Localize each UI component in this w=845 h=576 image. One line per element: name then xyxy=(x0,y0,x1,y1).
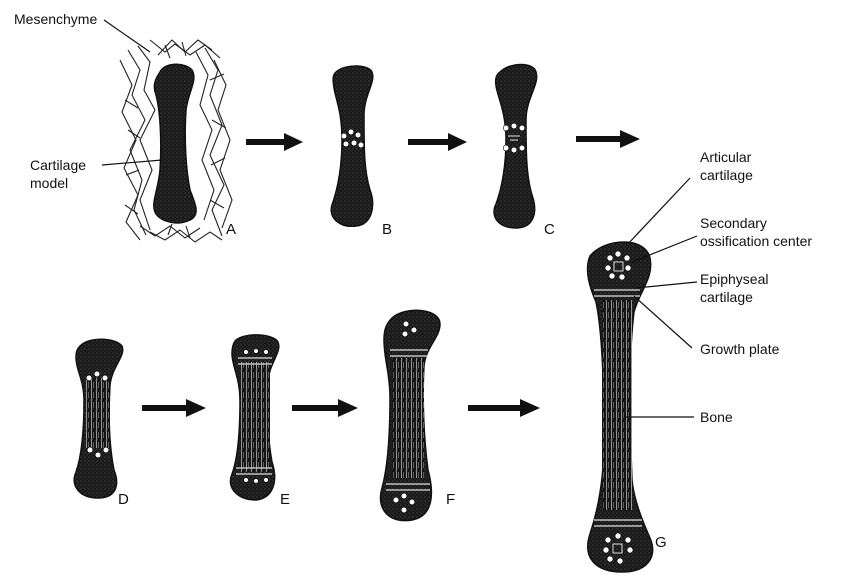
label-secondary-line2: ossification center xyxy=(700,233,812,249)
bone-e-diaphysis xyxy=(240,362,270,472)
arrow-b-to-c xyxy=(408,133,467,151)
arrow-e-to-f xyxy=(292,399,358,417)
label-articular-line2: cartilage xyxy=(700,167,753,183)
label-mesenchyme: Mesenchyme xyxy=(14,11,97,27)
stage-label-e: E xyxy=(280,491,290,508)
stage-label-b: B xyxy=(382,221,392,238)
label-bone: Bone xyxy=(700,409,733,425)
bone-d-marrow xyxy=(86,378,110,448)
arrow-f-to-g xyxy=(468,399,540,417)
leader-growth-plate xyxy=(634,296,692,348)
stage-f: F xyxy=(380,310,455,520)
stage-g: G xyxy=(588,242,667,572)
leader-mesenchyme xyxy=(104,20,150,52)
arrow-c-to-d xyxy=(576,130,640,148)
cartilage-model-shape xyxy=(154,64,196,223)
arrow-d-to-e xyxy=(142,399,206,417)
label-cartilage-model-line2: model xyxy=(30,175,68,191)
stage-label-d: D xyxy=(118,491,129,508)
stage-label-c: C xyxy=(544,221,555,238)
stage-b: B xyxy=(331,66,392,238)
label-articular-line1: Articular xyxy=(700,149,752,165)
bone-f-diaphysis xyxy=(392,358,424,478)
stage-a: A xyxy=(120,40,236,242)
label-secondary-line1: Secondary xyxy=(700,215,767,231)
arrow-a-to-b xyxy=(246,133,303,151)
label-epiphyseal-line1: Epiphyseal xyxy=(700,271,769,287)
stage-c: C xyxy=(494,65,555,239)
leader-articular xyxy=(626,178,690,246)
leader-cartilage-model xyxy=(102,160,162,165)
cartilage-model-b-shape xyxy=(331,66,373,226)
stage-label-f: F xyxy=(446,491,455,508)
cartilage-model-c-shape xyxy=(494,65,537,229)
stage-label-a: A xyxy=(226,221,236,238)
stage-d: D xyxy=(74,339,129,508)
bone-g-diaphysis xyxy=(602,300,632,510)
stage-label-g: G xyxy=(655,534,667,551)
label-cartilage-model-line1: Cartilage xyxy=(30,157,86,173)
label-growth-plate: Growth plate xyxy=(700,341,780,357)
stage-e: E xyxy=(230,335,290,508)
label-epiphyseal-line2: cartilage xyxy=(700,289,753,305)
